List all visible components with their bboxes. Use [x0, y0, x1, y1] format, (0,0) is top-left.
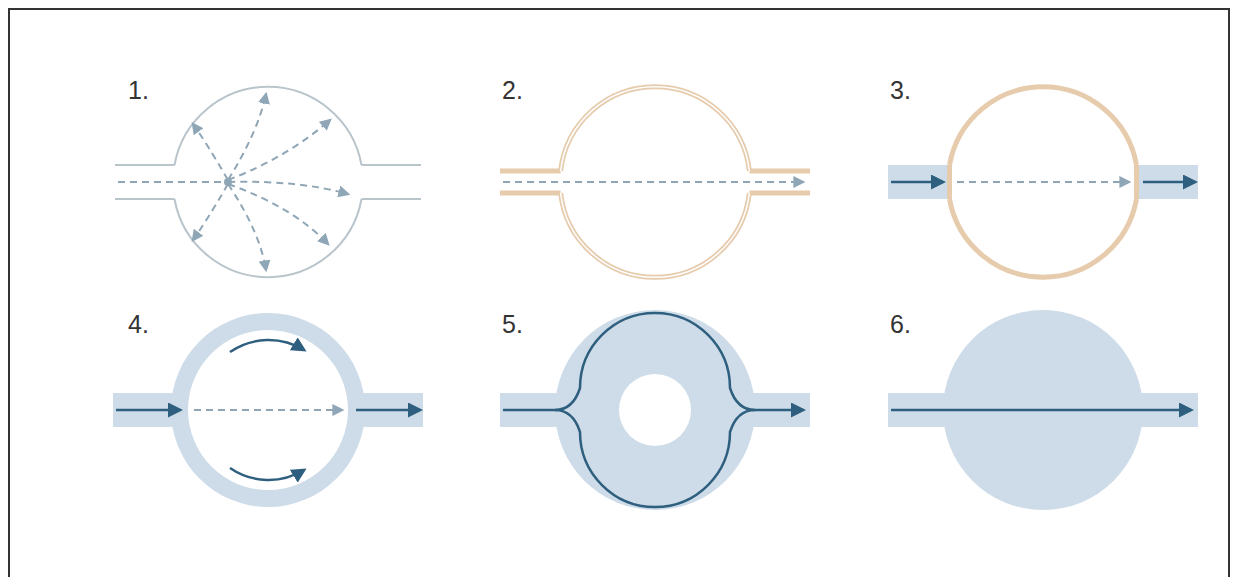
callout-number: 6. — [890, 312, 911, 337]
stage-3 — [888, 87, 1198, 277]
callout-number: 4. — [128, 312, 149, 337]
frame — [9, 9, 1229, 577]
callout-number: 2. — [502, 78, 523, 103]
stage-6 — [888, 310, 1198, 510]
stage-5 — [500, 310, 810, 510]
stage-1 — [115, 87, 421, 277]
callout-number: 3. — [890, 78, 911, 103]
callout-number: 5. — [502, 312, 523, 337]
stage-2 — [500, 87, 810, 278]
stage-4 — [113, 313, 423, 507]
callout-number: 1. — [128, 78, 149, 103]
